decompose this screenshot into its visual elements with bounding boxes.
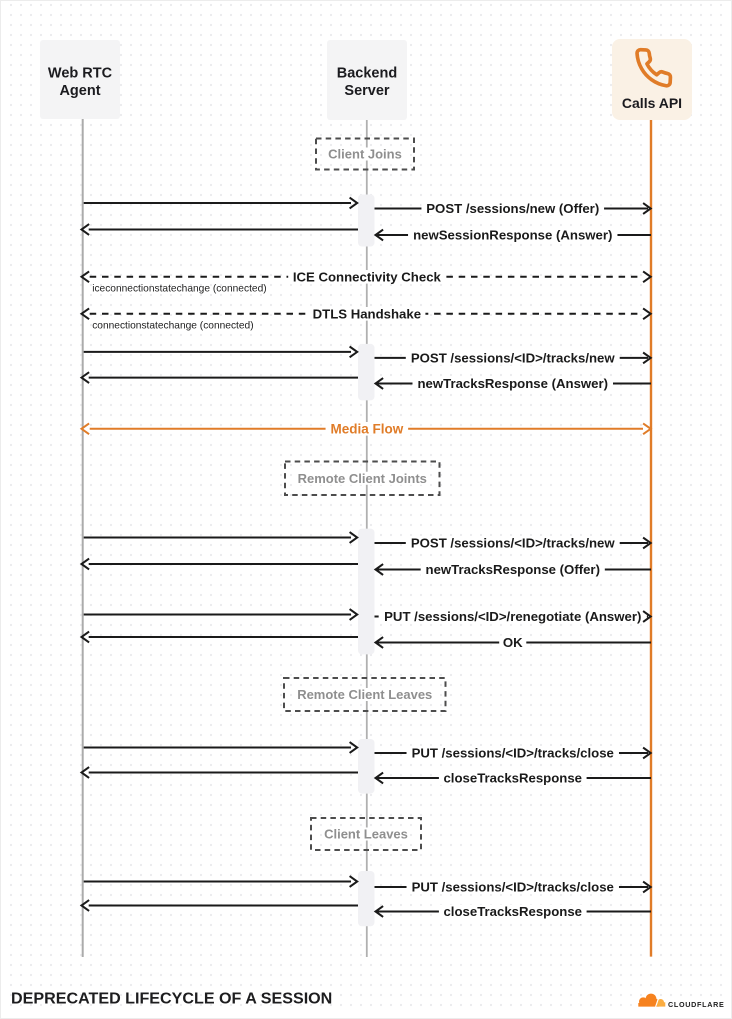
svg-text:DEPRECATED LIFECYCLE OF A SESS: DEPRECATED LIFECYCLE OF A SESSION — [11, 990, 332, 1008]
svg-text:DTLS Handshake: DTLS Handshake — [313, 307, 421, 322]
svg-text:OK: OK — [503, 635, 523, 650]
svg-text:newSessionResponse (Answer): newSessionResponse (Answer) — [413, 228, 612, 243]
svg-text:Backend: Backend — [337, 66, 397, 82]
svg-text:Web RTC: Web RTC — [48, 66, 113, 82]
svg-text:PUT /sessions/<ID>/tracks/clos: PUT /sessions/<ID>/tracks/close — [412, 880, 614, 895]
svg-text:Agent: Agent — [59, 83, 100, 99]
svg-text:connectionstatechange (connect: connectionstatechange (connected) — [92, 320, 253, 331]
svg-text:Calls API: Calls API — [622, 95, 682, 111]
svg-text:Media Flow: Media Flow — [330, 422, 403, 437]
svg-text:Server: Server — [344, 83, 390, 99]
svg-text:PUT /sessions/<ID>/renegotiate: PUT /sessions/<ID>/renegotiate (Answer) — [384, 609, 641, 624]
svg-text:POST /sessions/<ID>/tracks/new: POST /sessions/<ID>/tracks/new — [411, 351, 616, 366]
svg-text:newTracksResponse (Offer): newTracksResponse (Offer) — [426, 562, 600, 577]
svg-text:POST /sessions/<ID>/tracks/new: POST /sessions/<ID>/tracks/new — [411, 536, 616, 551]
svg-text:Remote Client Joints: Remote Client Joints — [298, 471, 427, 486]
svg-text:Client Joins: Client Joins — [328, 147, 402, 162]
svg-text:PUT /sessions/<ID>/tracks/clos: PUT /sessions/<ID>/tracks/close — [412, 746, 614, 761]
svg-text:CLOUDFLARE: CLOUDFLARE — [668, 1000, 725, 1009]
svg-text:newTracksResponse (Answer): newTracksResponse (Answer) — [417, 376, 608, 391]
svg-text:ICE Connectivity Check: ICE Connectivity Check — [293, 270, 442, 285]
svg-text:POST /sessions/new (Offer): POST /sessions/new (Offer) — [426, 201, 599, 216]
svg-text:closeTracksResponse: closeTracksResponse — [443, 904, 582, 919]
svg-text:Remote Client Leaves: Remote Client Leaves — [297, 687, 432, 702]
svg-text:Client Leaves: Client Leaves — [324, 827, 408, 842]
svg-text:iceconnectionstatechange (conn: iceconnectionstatechange (connected) — [92, 283, 266, 294]
svg-text:closeTracksResponse: closeTracksResponse — [443, 771, 582, 786]
